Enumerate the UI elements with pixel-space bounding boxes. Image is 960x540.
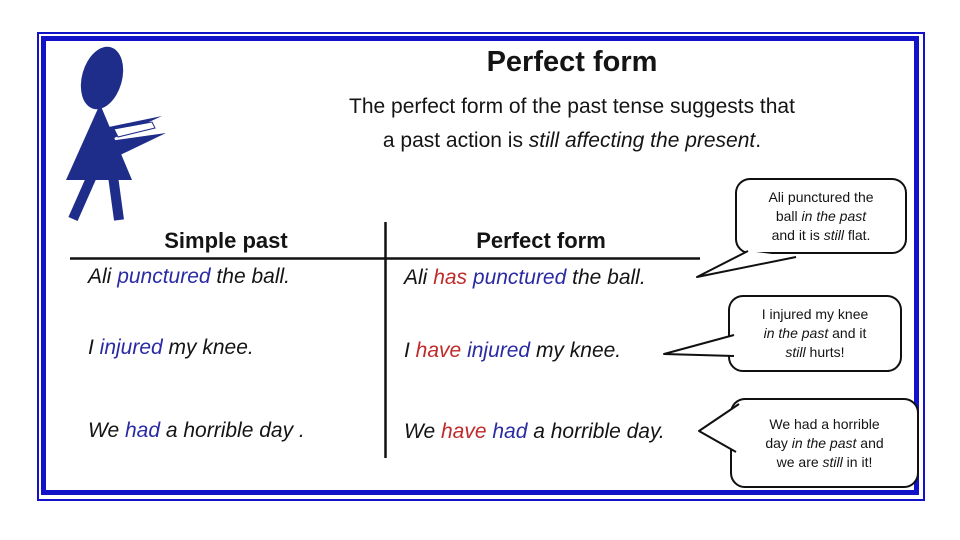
slide-subtitle: The perfect form of the past tense sugge… — [262, 90, 882, 158]
cell-simple-past-row3: We had a horrible day . — [88, 419, 305, 442]
subtitle-line-1: The perfect form of the past tense sugge… — [349, 95, 795, 118]
slide-border-outer — [37, 32, 925, 501]
subtitle-line-2: a past action is still affecting the pre… — [382, 129, 762, 152]
header-simple-past: Simple past — [164, 228, 288, 253]
cell-perfect-form-row3: We have had a horrible day. — [404, 420, 665, 443]
cell-perfect-form-row2: I have injured my knee. — [404, 339, 622, 362]
slide-border-inner — [41, 36, 919, 495]
cell-perfect-form-row1: Ali has punctured the ball. — [404, 266, 646, 289]
cell-simple-past-row1: Ali punctured the ball. — [88, 265, 290, 288]
slide-title: Perfect form — [486, 46, 658, 78]
person-clipart — [66, 46, 166, 222]
cell-simple-past-row2: I injured my knee. — [88, 336, 254, 359]
header-perfect-form: Perfect form — [476, 228, 606, 253]
